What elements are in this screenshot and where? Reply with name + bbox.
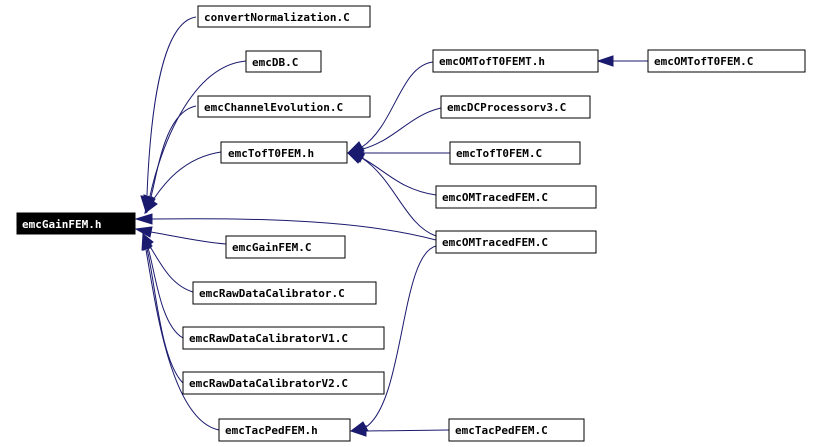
node-label: emcOMTofT0FEMT.h [439,55,545,68]
edge-emctoft0fem-h-to-emcgainfem-h [152,151,222,201]
node-emcgainfem-h[interactable]: emcGainFEM.h [16,212,136,235]
node-label: emcChannelEvolution.C [204,101,343,114]
node-emctoft0fem-h[interactable]: emcTofT0FEM.h [220,141,348,164]
node-label: emcRawDataCalibratorV1.C [189,332,348,345]
edge-emcrawdatacalibratorv2-to-emcgainfem-h [146,248,184,384]
edge-emcdb-to-emcgainfem-h [149,60,247,197]
node-label: emcTacPedFEM.C [455,424,548,437]
node-emctacpedfem-h[interactable]: emcTacPedFEM.h [218,418,351,442]
node-label: emcTacPedFEM.h [225,424,318,437]
node-emctoft0fem-c[interactable]: emcTofT0FEM.C [449,141,581,165]
node-label: emcDB.C [252,56,298,69]
node-convertnormalization-c[interactable]: convertNormalization.C [197,5,371,28]
node-emcchannelevolution-c[interactable]: emcChannelEvolution.C [197,95,371,118]
arrowhead [596,55,614,67]
node-emcdb-c[interactable]: emcDB.C [245,50,322,73]
nodes: emcGainFEM.h convertNormalization.C emcD… [16,5,806,442]
arrowhead [346,152,365,164]
edge-emcgainfem-c-to-emcgainfem-h [150,231,227,245]
edge-emcrawdatacalibrator-to-emcgainfem-h [148,244,194,293]
node-label: emcTofT0FEM.h [228,147,314,160]
arrowhead [144,197,158,215]
edge-emcchannelevolution-to-emcgainfem-h [150,105,197,198]
node-label: emcOMTracedFEM.C [442,191,548,204]
edge-emcomtracedfem-c1-to-emctoft0fem-h [361,157,437,196]
node-label: emcRawDataCalibratorV2.C [189,377,348,390]
node-label: emcOMTracedFEM.C [442,236,548,249]
edges [134,16,648,437]
node-label: emcGainFEM.h [22,218,101,231]
edge-emctacpedfem-c-to-emctacpedfem-h [365,429,450,432]
edge-emcomtracedfem-c2-to-emctacpedfem-h [365,245,437,428]
node-emctacpedfem-c[interactable]: emcTacPedFEM.C [448,418,585,442]
arrowhead [349,421,369,432]
edge-convertnormalization-to-emcgainfem-h [146,16,197,196]
edge-emcdcprocessorv3-to-emctoft0fem-h [362,107,442,150]
node-emcrawdatacalibrator-c[interactable]: emcRawDataCalibrator.C [192,281,377,305]
node-emcomtoft0femt-h[interactable]: emcOMTofT0FEMT.h [432,49,599,73]
edge-emcrawdatacalibratorv1-to-emcgainfem-h [147,247,184,339]
node-emcrawdatacalibratorv2-c[interactable]: emcRawDataCalibratorV2.C [182,371,385,395]
edge-emcomtoft0femt-h-to-emctoft0fem-h [361,61,434,148]
node-label: emcTofT0FEM.C [456,147,542,160]
edge-emcomtracedfem-c2-to-emctoft0fem-h [361,157,437,237]
node-label: emcDCProcessorv3.C [447,101,566,114]
arrowhead [134,213,153,225]
node-emcdcprocessorv3-c[interactable]: emcDCProcessorv3.C [440,95,591,119]
arrowhead [141,232,151,251]
node-emcomtracedfem-c-1[interactable]: emcOMTracedFEM.C [435,185,597,209]
node-label: emcOMTofT0FEM.C [654,55,753,68]
node-emcomtracedfem-c-2[interactable]: emcOMTracedFEM.C [435,230,597,254]
edge-emctacpedfem-h-to-emcgainfem-h [145,249,220,431]
node-label: convertNormalization.C [204,11,350,24]
node-emcomtoft0fem-c[interactable]: emcOMTofT0FEM.C [647,49,806,73]
node-label: emcGainFEM.C [232,241,311,254]
node-emcgainfem-c[interactable]: emcGainFEM.C [225,235,346,259]
node-emcrawdatacalibratorv1-c[interactable]: emcRawDataCalibratorV1.C [182,326,385,350]
edge-emcomtracedfem-c-to-emcgainfem-h [151,218,437,241]
node-label: emcRawDataCalibrator.C [199,287,345,300]
